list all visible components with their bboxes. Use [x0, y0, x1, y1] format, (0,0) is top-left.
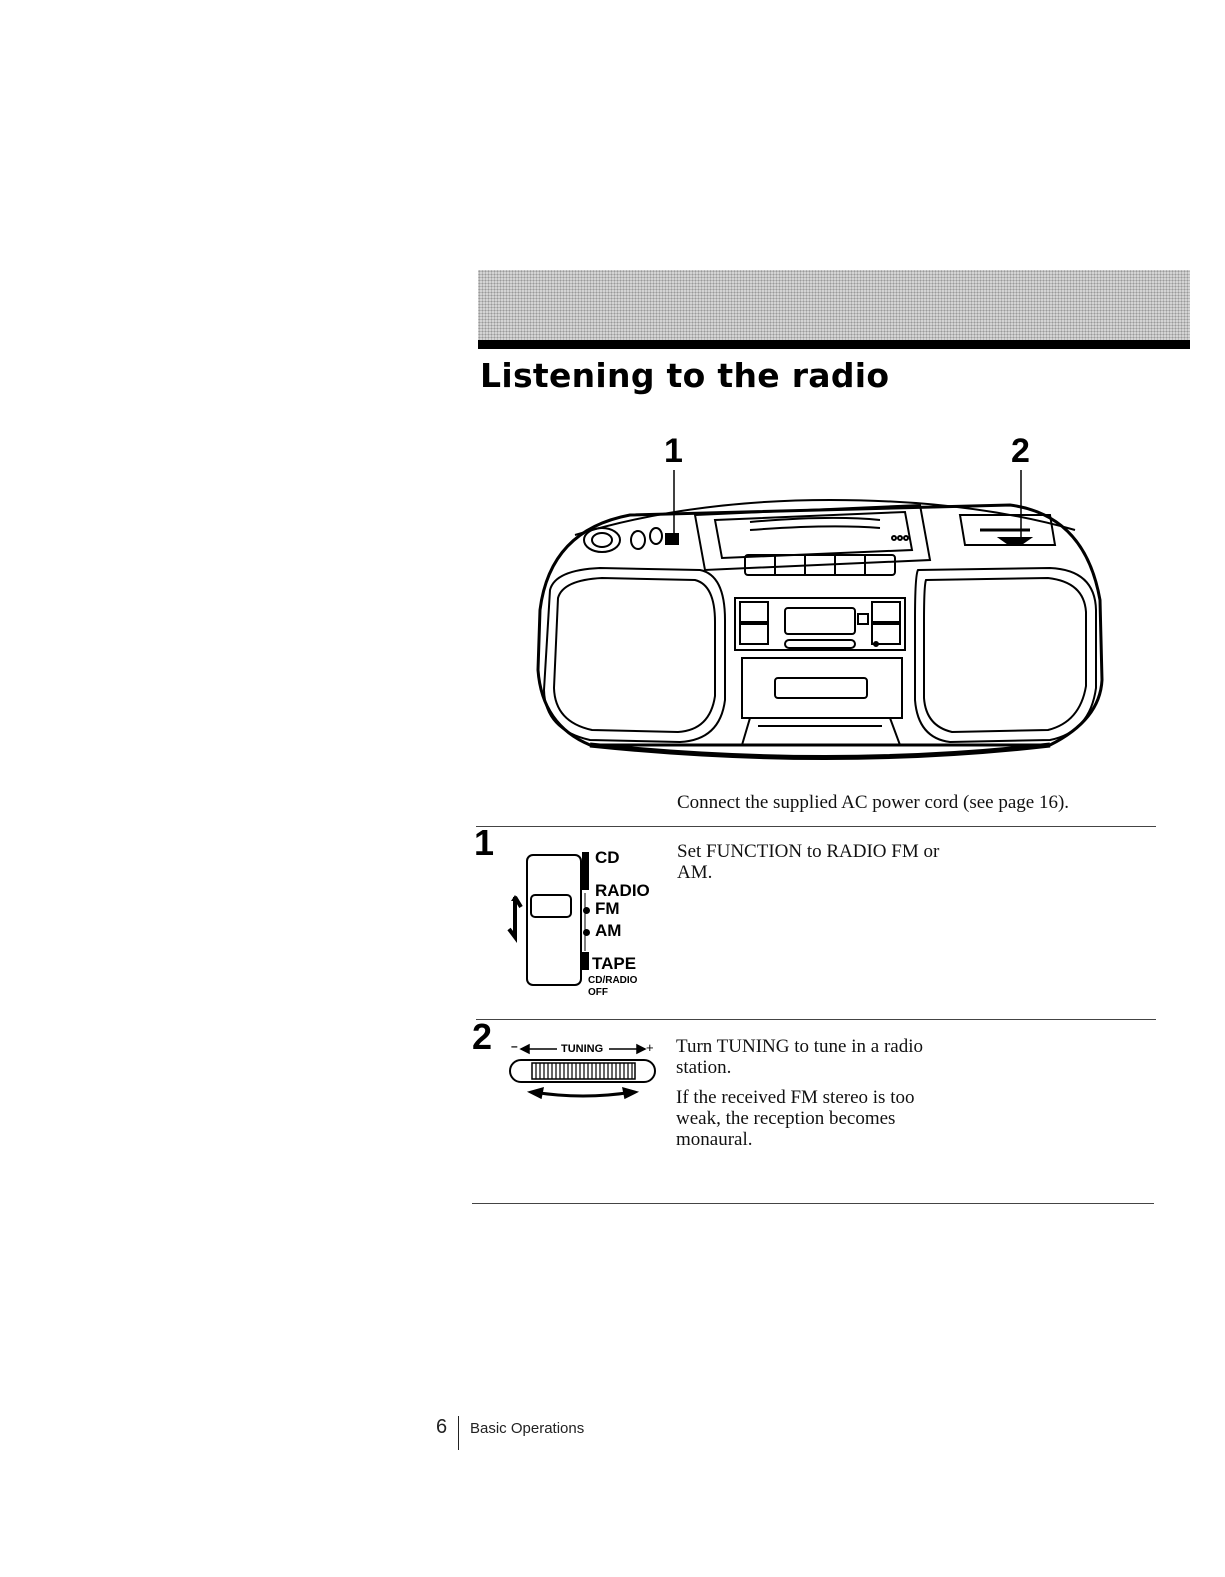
boombox-illustration: [530, 460, 1110, 780]
footer-page-number: 6: [436, 1416, 447, 1439]
step-1-text: Set FUNCTION to RADIO FM or AM.: [677, 841, 957, 883]
label-cd-radio: CD/RADIO: [588, 975, 637, 986]
am-dot: [583, 929, 590, 936]
footer-divider: [458, 1416, 459, 1450]
divider-middle: [476, 1019, 1156, 1020]
label-cd: CD: [595, 848, 620, 868]
fm-dot: [583, 907, 590, 914]
step-2-number: 2: [472, 1016, 492, 1058]
header-rule: [478, 340, 1190, 349]
page-title: Listening to the radio: [480, 356, 889, 395]
header-band: [478, 270, 1190, 340]
step-1-number: 1: [474, 822, 494, 864]
footer-section: Basic Operations: [470, 1420, 584, 1437]
label-fm: FM: [595, 899, 620, 919]
divider-top: [476, 826, 1156, 827]
label-tape: TAPE: [592, 954, 636, 974]
label-off: OFF: [588, 987, 608, 998]
function-switch-illustration: [505, 845, 595, 990]
intro-text: Connect the supplied AC power cord (see …: [677, 792, 1137, 813]
label-am: AM: [595, 921, 621, 941]
step-2-text: Turn TUNING to tune in a radio station.: [676, 1036, 946, 1078]
label-radio: RADIO: [595, 881, 650, 901]
step-2-note: If the received FM stereo is too weak, t…: [676, 1087, 936, 1150]
tuning-dial-illustration: [505, 1040, 660, 1112]
divider-bottom: [472, 1203, 1154, 1204]
